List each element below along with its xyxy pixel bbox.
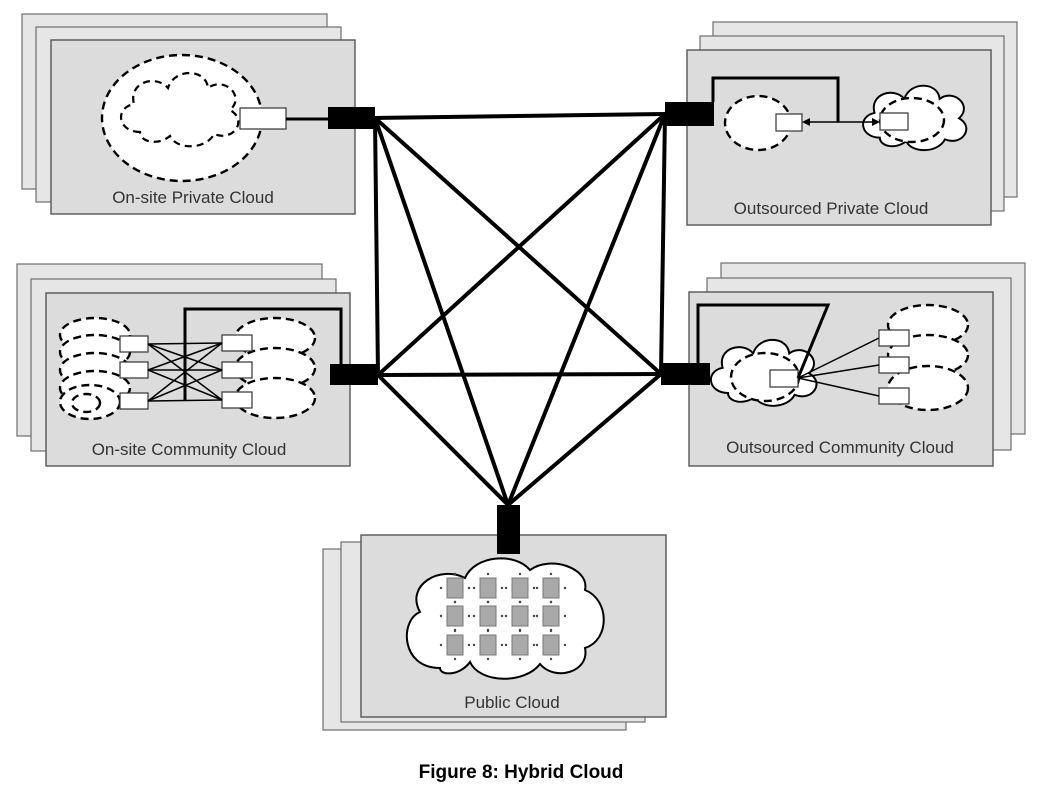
link-outsourced-private-to-onsite-community [376, 112, 667, 377]
server-icon [479, 577, 497, 599]
server-link-dot [467, 643, 471, 647]
server-link-dot [439, 586, 443, 590]
server-icon [479, 634, 497, 656]
server-link-dot [549, 657, 553, 661]
outsourced-community-cloud-label: Outsourced Community Cloud [726, 438, 954, 457]
server-link-dot [486, 572, 490, 576]
public-cloud-label: Public Cloud [464, 693, 559, 712]
server-link-dot [549, 600, 553, 604]
server-link-dot [535, 614, 539, 618]
connector-onsite-community [330, 364, 378, 385]
server-link-dot [439, 614, 443, 618]
connector-outsourced-private [665, 102, 714, 126]
connector-onsite-private [328, 107, 375, 129]
server-link-dot [535, 586, 539, 590]
server-link-dot [486, 600, 490, 604]
server-link-dot [532, 586, 536, 590]
server-link-dot [549, 629, 553, 633]
server-link-dot [500, 643, 504, 647]
link-onsite-community-to-outsourced-community [376, 372, 663, 377]
server-link-dot [563, 586, 567, 590]
link-onsite-community-to-public [376, 373, 510, 507]
connector-public [497, 505, 520, 554]
server-link-dot [549, 572, 553, 576]
link-onsite-private-to-onsite-community [373, 116, 380, 377]
onsite-community-cloud-panel: On-site Community Cloud [16, 263, 351, 467]
server-link-dot [439, 643, 443, 647]
server-link-dot [563, 614, 567, 618]
interconnect-links [373, 112, 667, 507]
connector-outsourced-community [661, 363, 710, 385]
server-link-dot [532, 614, 536, 618]
server-link-dot [453, 572, 457, 576]
server-icon [511, 634, 529, 656]
server-icon [511, 605, 529, 627]
server-link-dot [486, 629, 490, 633]
server-link-dot [472, 643, 476, 647]
server-link-dot [472, 614, 476, 618]
outsourced-private-provider-port [879, 112, 909, 131]
link-onsite-private-to-outsourced-private [373, 112, 667, 120]
server-icon [511, 577, 529, 599]
server-icon [542, 605, 560, 627]
server-link-dot [518, 572, 522, 576]
server-link-dot [504, 614, 508, 618]
server-link-dot [532, 643, 536, 647]
server-link-dot [453, 629, 457, 633]
server-link-dot [486, 657, 490, 661]
server-icon [542, 577, 560, 599]
server-icon [446, 634, 464, 656]
server-icon [479, 605, 497, 627]
server-icon [446, 577, 464, 599]
server-link-dot [500, 586, 504, 590]
server-link-dot [472, 586, 476, 590]
outsourced-private-consumer-port [775, 113, 803, 132]
server-link-dot [500, 614, 504, 618]
public-cloud-icon [406, 557, 605, 680]
link-outsourced-community-to-public [506, 372, 663, 507]
link-outsourced-private-to-outsourced-community [659, 112, 667, 376]
server-link-dot [504, 643, 508, 647]
outsourced-private-cloud-panel: Outsourced Private Cloud [686, 21, 1018, 226]
outsourced-community-cloud-panel: Outsourced Community Cloud [688, 262, 1026, 467]
server-link-dot [518, 600, 522, 604]
server-link-dot [535, 643, 539, 647]
figure-caption: Figure 8: Hybrid Cloud [419, 762, 624, 783]
server-link-dot [467, 586, 471, 590]
onsite-community-cloud-label: On-site Community Cloud [92, 440, 287, 459]
server-link-dot [504, 586, 508, 590]
outsourced-private-cloud-label: Outsourced Private Cloud [734, 199, 929, 218]
onsite-private-cloud-panel: On-site Private Cloud [21, 13, 356, 215]
server-grid [439, 572, 567, 661]
private-port [239, 107, 287, 130]
server-link-dot [518, 657, 522, 661]
server-link-dot [453, 657, 457, 661]
server-link-dot [563, 643, 567, 647]
server-icon [542, 634, 560, 656]
public-cloud-panel: Public Cloud [322, 534, 667, 731]
link-onsite-private-to-public [373, 116, 510, 507]
server-icon [446, 605, 464, 627]
link-outsourced-private-to-public [506, 112, 667, 507]
onsite-private-cloud-label: On-site Private Cloud [112, 188, 274, 207]
server-link-dot [518, 629, 522, 633]
server-link-dot [453, 600, 457, 604]
server-link-dot [467, 614, 471, 618]
